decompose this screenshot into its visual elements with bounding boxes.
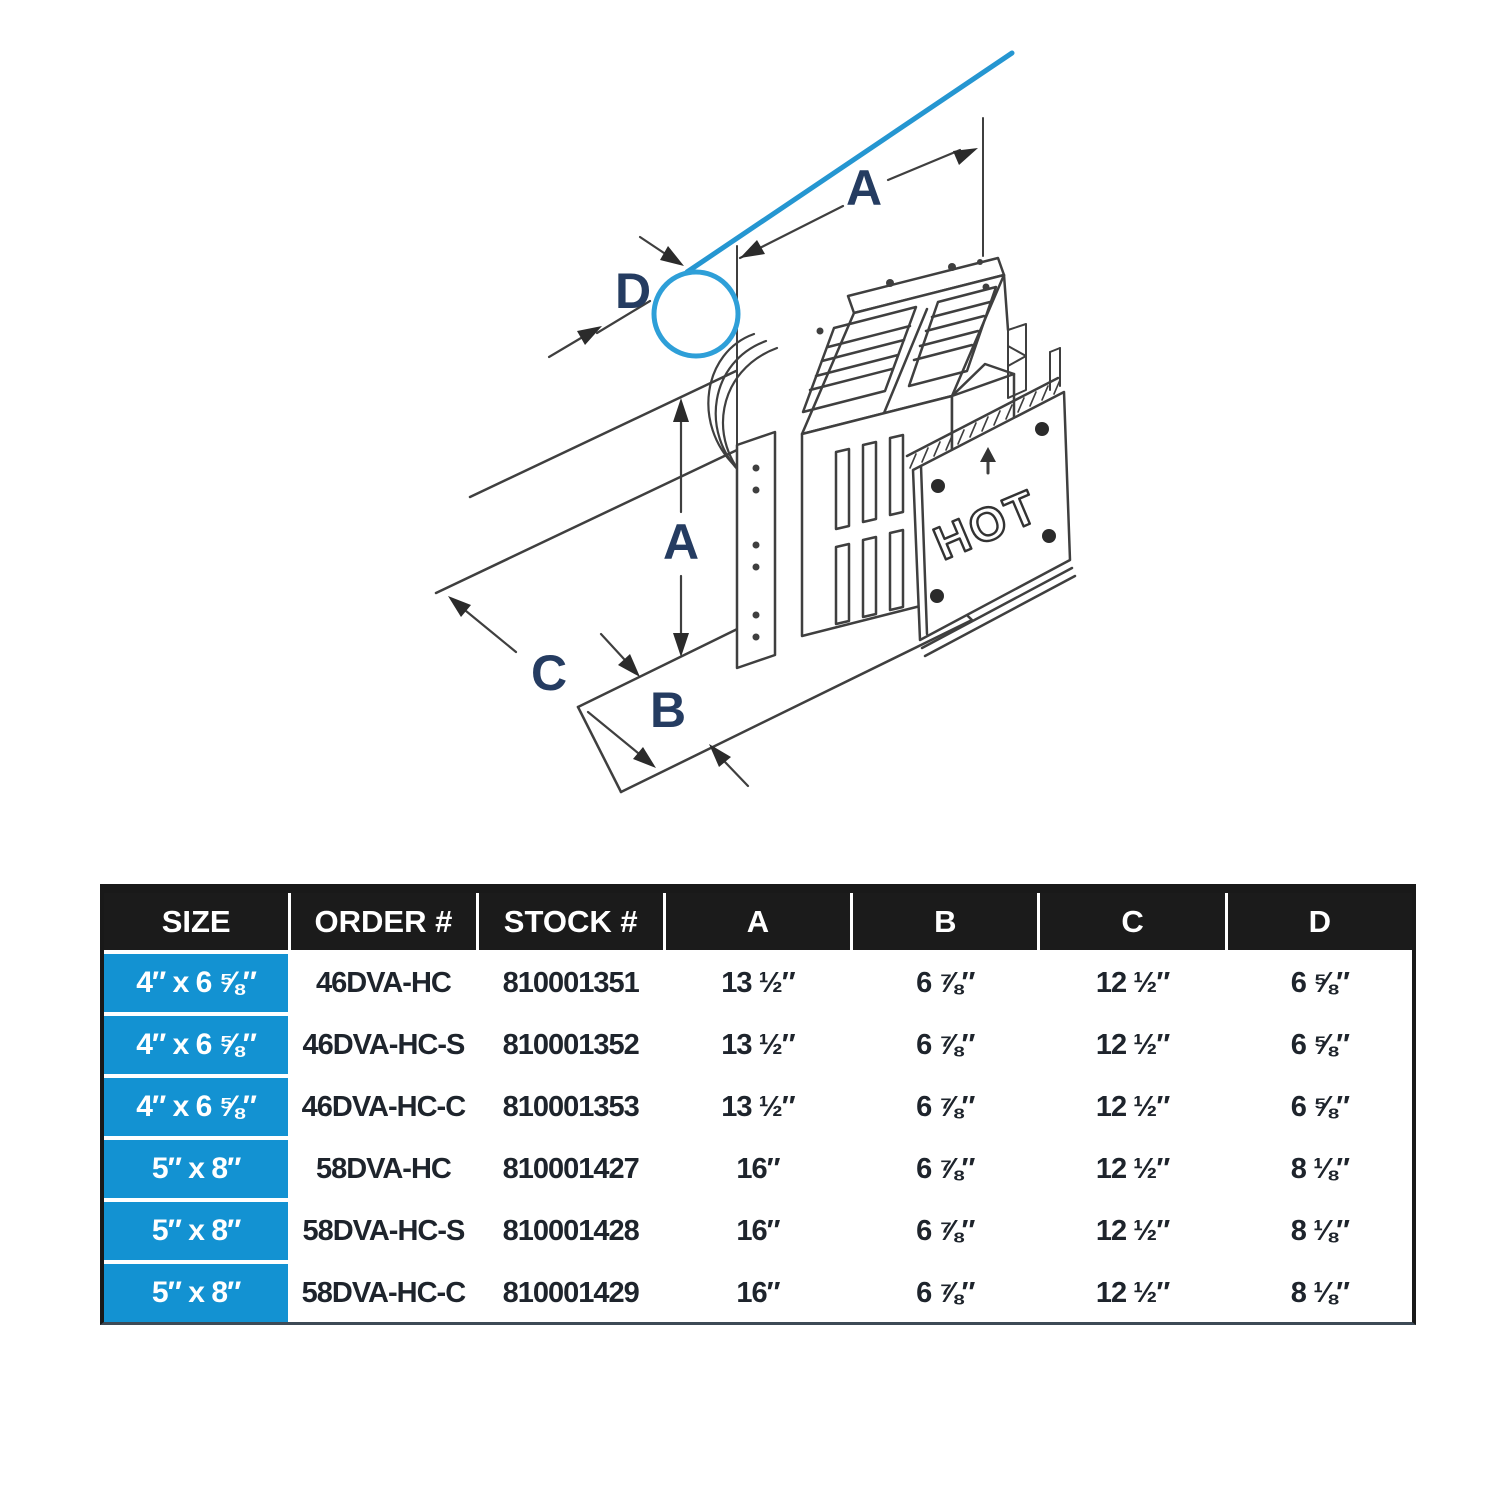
label-a-mid: A	[663, 514, 699, 570]
dimension-a-vertical	[673, 398, 689, 657]
table-cell: 58DVA-HC	[315, 1152, 452, 1185]
size-cell: 4″ x 6 ⅝″	[104, 1078, 289, 1136]
cap-left-flange	[735, 430, 777, 670]
size-cell: 5″ x 8″	[104, 1202, 289, 1260]
wall-lower-edge	[434, 448, 739, 595]
table-cell: 6 ⅞″	[916, 1152, 975, 1185]
table-cell: 12 ½″	[1095, 1090, 1170, 1123]
size-cell: 4″ x 6 ⅝″	[104, 954, 289, 1012]
table-cell: 810001353	[502, 1090, 640, 1123]
table-cell: 810001352	[502, 1028, 640, 1061]
cap-back-band	[846, 256, 1010, 332]
table-cell: 12 ½″	[1095, 966, 1170, 999]
dimension-a-top	[738, 148, 978, 260]
table-cell: 13 ½″	[721, 966, 795, 999]
header-cell-c: C	[1040, 893, 1225, 950]
table-cell: 12 ½″	[1095, 1276, 1170, 1309]
wall-upper-edge	[468, 369, 738, 499]
table-cell: 46DVA-HC-S	[302, 1028, 465, 1061]
base-left-edge	[576, 705, 623, 794]
up-arrow-icon	[980, 447, 996, 475]
hatch-ticks	[909, 379, 1061, 469]
table-cell: 46DVA-HC-C	[301, 1090, 466, 1123]
label-c: C	[531, 645, 567, 701]
table-cell: 8 ⅛″	[1290, 1214, 1350, 1247]
table-cell: 810001428	[502, 1214, 640, 1247]
table-cell: 810001429	[502, 1276, 640, 1309]
table-cell: 58DVA-HC-S	[302, 1214, 465, 1247]
label-b: B	[650, 682, 686, 738]
vent-termination-diagram: HOT	[434, 50, 1077, 794]
header-cell-order: ORDER #	[291, 893, 476, 950]
table-cell: 6 ⅞″	[916, 1028, 975, 1061]
table-cell: 13 ½″	[721, 1090, 795, 1123]
table-cell: 8 ⅛″	[1290, 1276, 1350, 1309]
size-cell: 4″ x 6 ⅝″	[104, 1016, 289, 1074]
label-a-top: A	[846, 160, 882, 216]
pipe-circle	[651, 269, 741, 359]
roof-line	[684, 50, 1015, 275]
header-cell-size: SIZE	[104, 893, 289, 950]
table-cell: 16″	[736, 1214, 780, 1247]
size-cell: 5″ x 8″	[104, 1140, 289, 1198]
header-cell-b: B	[853, 893, 1038, 950]
header-cell-stock: STOCK #	[478, 893, 663, 950]
table-cell: 58DVA-HC-C	[301, 1276, 466, 1309]
table-cell: 6 ⅞″	[916, 1090, 975, 1123]
table-cell: 810001427	[502, 1152, 640, 1185]
label-d: D	[615, 263, 651, 319]
table-cell: 12 ½″	[1095, 1214, 1170, 1247]
dimension-c	[448, 596, 656, 768]
table-cell: 6 ⅞″	[916, 1276, 975, 1309]
header-cell-a: A	[665, 893, 851, 950]
header-cell-d: D	[1227, 893, 1412, 950]
table-cell: 16″	[736, 1276, 780, 1309]
table-cell: 8 ⅛″	[1290, 1152, 1350, 1185]
table-cell: 12 ½″	[1095, 1152, 1170, 1185]
table-cell: 6 ⅝″	[1290, 1090, 1350, 1123]
table-cell: 810001351	[502, 966, 640, 999]
table-cell: 12 ½″	[1095, 1028, 1170, 1061]
table-cell: 6 ⅞″	[916, 1214, 975, 1247]
hot-plate: HOT	[905, 376, 1077, 658]
dimension-b	[599, 632, 750, 788]
table-cell: 46DVA-HC	[315, 966, 452, 999]
table-cell: 13 ½″	[721, 1028, 795, 1061]
mounting-tabs	[1007, 323, 1061, 399]
size-cell: 5″ x 8″	[104, 1264, 289, 1322]
table-cell: 6 ⅝″	[1290, 966, 1350, 999]
table-cell: 16″	[736, 1152, 780, 1185]
table-cell: 6 ⅝″	[1290, 1028, 1350, 1061]
table-cell: 6 ⅞″	[916, 966, 975, 999]
dimension-d	[547, 235, 684, 359]
